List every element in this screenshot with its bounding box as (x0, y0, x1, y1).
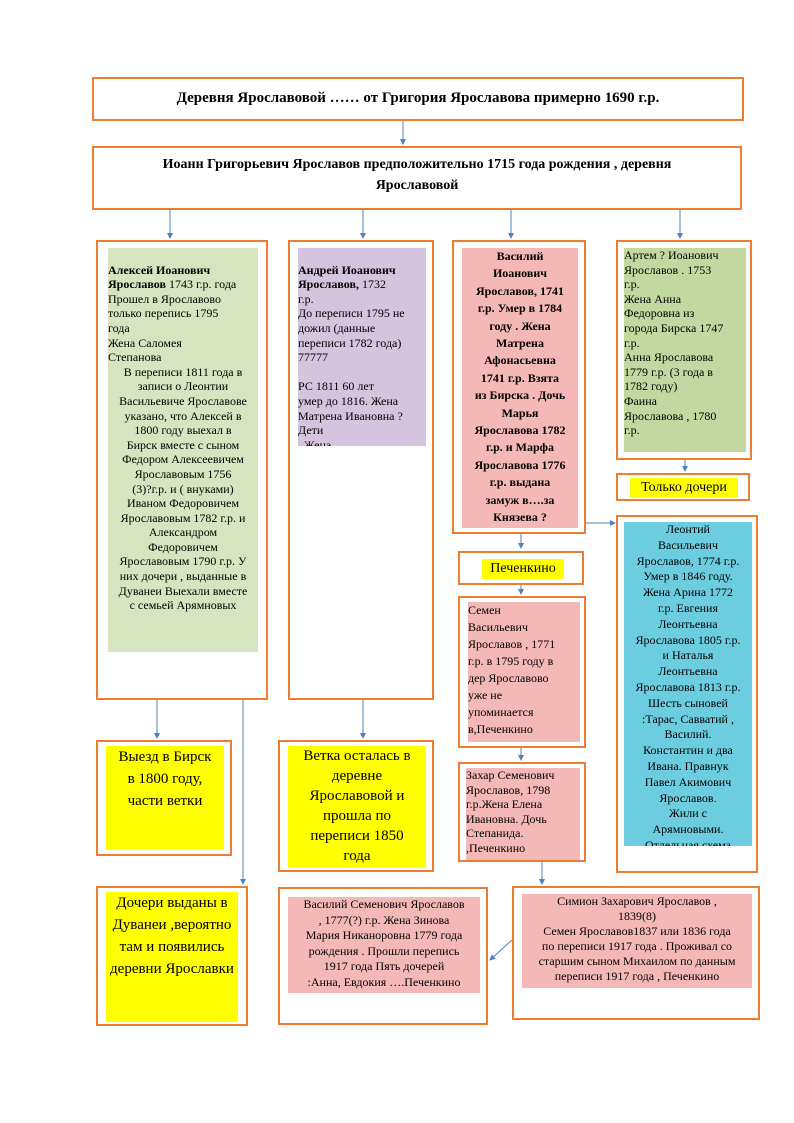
duvaney-label: Дочери выданы в Дуванеи ,вероятно там и … (106, 892, 238, 1022)
birsk-box: Выезд в Бирск в 1800 году, части ветки (96, 740, 232, 856)
branch-label: Ветка осталась в деревне Ярославовой и п… (288, 746, 426, 868)
aleksey-card: Алексей Иоанович Ярославов 1743 г.р. год… (108, 248, 258, 652)
leontiy-box: Леонтий Васильевич Ярославов, 1774 г.р. … (616, 515, 758, 873)
andrey-name: Андрей Иоанович Ярославов, (298, 262, 396, 292)
vasiliy-sem-box: Василий Семенович Ярославов , 1777(?) г.… (278, 887, 488, 1025)
artem-box: Артем ? Иоанович Ярославов . 1753 г.р. Ж… (616, 240, 752, 460)
only-daughters-label: Только дочери (630, 478, 738, 498)
vasiliy-box: Василий Иоанович Ярославов, 1741 г.р. Ум… (452, 240, 586, 534)
ioann-text: Иоанн Григорьевич Ярославов предположите… (162, 157, 672, 193)
semen-box: Семен Васильевич Ярославов , 1771 г.р. в… (458, 596, 586, 748)
ioann-box: Иоанн Григорьевич Ярославов предположите… (92, 146, 742, 210)
semen-card: Семен Васильевич Ярославов , 1771 г.р. в… (468, 602, 580, 742)
andrey-box: Андрей Иоанович Ярославов, 1732 г.р. До … (288, 240, 434, 700)
andrey-text: 1732 г.р. До переписи 1795 не дожил (дан… (298, 277, 405, 446)
vasiliy-card: Василий Иоанович Ярославов, 1741 г.р. Ум… (462, 248, 578, 528)
zakhar-card: Захар Семенович Ярославов, 1798 г.р.Жена… (466, 768, 580, 860)
simion-box: Симион Захарович Ярославов , 1839(8) Сем… (512, 886, 760, 1020)
pechenkino-box: Печенкино (458, 551, 584, 585)
branch-box: Ветка осталась в деревне Ярославовой и п… (278, 740, 434, 872)
diagram-title: Деревня Ярославовой …… от Григория Яросл… (176, 90, 660, 106)
pechenkino-label: Печенкино (482, 559, 564, 579)
aleksey-text2: В переписи 1811 года в записи о Леонтии … (118, 364, 248, 613)
aleksey-box: Алексей Иоанович Ярославов 1743 г.р. год… (96, 240, 268, 700)
birsk-label: Выезд в Бирск в 1800 году, части ветки (106, 746, 224, 850)
title-box: Деревня Ярославовой …… от Григория Яросл… (92, 77, 744, 121)
simion-card: Симион Захарович Ярославов , 1839(8) Сем… (522, 894, 752, 988)
zakhar-box: Захар Семенович Ярославов, 1798 г.р.Жена… (458, 762, 586, 862)
artem-card: Артем ? Иоанович Ярославов . 1753 г.р. Ж… (624, 248, 746, 452)
aleksey-text: 1743 г.р. года Прошел в Ярославово тольк… (108, 277, 237, 365)
leontiy-card: Леонтий Васильевич Ярославов, 1774 г.р. … (624, 522, 752, 846)
only-daughters-box: Только дочери (616, 473, 750, 501)
vasiliy-sem-card: Василий Семенович Ярославов , 1777(?) г.… (288, 897, 480, 993)
aleksey-name: Алексей Иоанович Ярославов (108, 262, 211, 292)
duvaney-box: Дочери выданы в Дуванеи ,вероятно там и … (96, 886, 248, 1026)
andrey-card: Андрей Иоанович Ярославов, 1732 г.р. До … (298, 248, 426, 446)
